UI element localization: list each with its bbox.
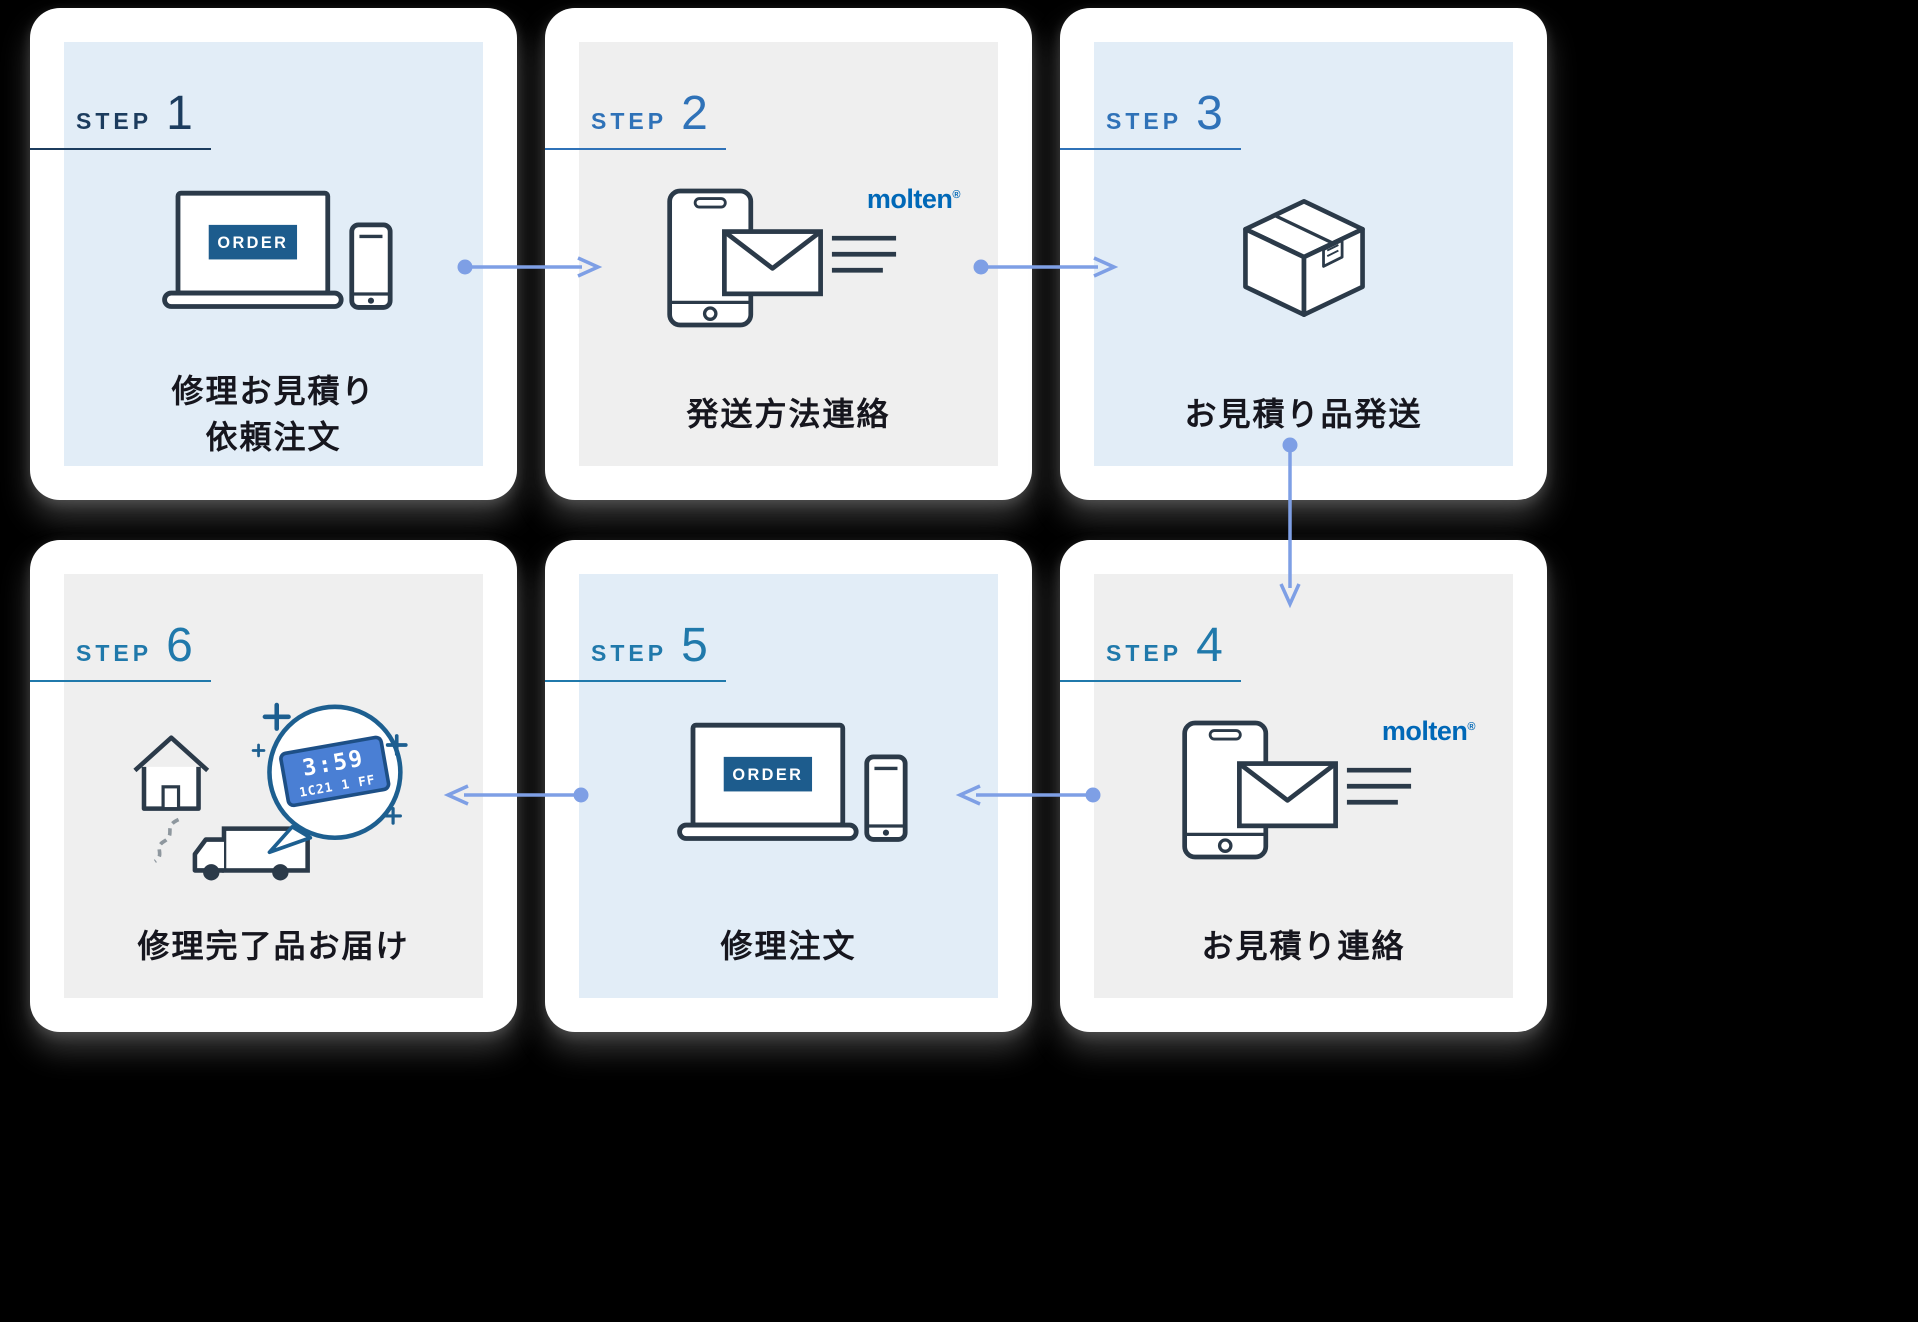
- box-graphic: [1242, 198, 1365, 318]
- title-line: 修理注文: [720, 927, 857, 964]
- phone-envelope-graphic: [666, 188, 896, 328]
- title-line: 発送方法連絡: [686, 395, 891, 432]
- order-label: ORDER: [217, 234, 288, 252]
- step-2-title: 発送方法連絡: [545, 358, 1032, 470]
- shipping-box-icon: [1094, 166, 1513, 350]
- smartphone-mail-icon: molten®: [579, 166, 998, 350]
- step-word: STEP: [76, 108, 153, 134]
- title-line: 修理お見積り: [171, 372, 376, 409]
- step-word: STEP: [591, 640, 668, 666]
- step-1-label: STEP 1: [30, 90, 211, 150]
- step-3-label: STEP 3: [1060, 90, 1241, 150]
- step-3-title: お見積り品発送: [1060, 358, 1547, 470]
- step-number: 1: [166, 87, 193, 140]
- laptop-phone-graphic: ORDER: [161, 190, 393, 310]
- step-card-2: STEP 2 molten® 発送方法連絡: [545, 8, 1032, 500]
- step-1-title: 修理お見積り 依頼注文: [30, 358, 517, 470]
- step-number: 3: [1196, 87, 1223, 140]
- step-6-label: STEP 6: [30, 622, 211, 682]
- title-line: 修理完了品お届け: [137, 927, 410, 964]
- step-number: 6: [166, 619, 193, 672]
- phone-envelope-graphic: [1181, 720, 1411, 860]
- arrow-step5-to-step6: [443, 784, 589, 806]
- order-label: ORDER: [732, 766, 803, 784]
- step-card-3: STEP 3 お見積り品発送: [1060, 8, 1547, 500]
- step-4-label: STEP 4: [1060, 622, 1241, 682]
- step-word: STEP: [1106, 640, 1183, 666]
- arrow-step1-to-step2: [457, 256, 603, 278]
- step-number: 5: [681, 619, 708, 672]
- step-number: 4: [1196, 619, 1223, 672]
- title-line: お見積り連絡: [1201, 927, 1406, 964]
- molten-logo: molten®: [1381, 716, 1476, 746]
- sparkle-icons: [251, 702, 408, 825]
- arrow-step2-to-step3: [973, 256, 1119, 278]
- smartphone-mail-icon: molten®: [1094, 698, 1513, 882]
- step-word: STEP: [76, 640, 153, 666]
- house-truck-scoreboard-graphic: 3:59 1C21 1 FF: [132, 702, 408, 881]
- laptop-order-phone-icon: ORDER: [579, 698, 998, 882]
- title-line: お見積り品発送: [1184, 395, 1423, 432]
- arrow-step3-to-step4: [1279, 437, 1301, 609]
- step-6-title: 修理完了品お届け: [30, 890, 517, 1002]
- step-word: STEP: [1106, 108, 1183, 134]
- molten-logo-text: molten: [866, 184, 953, 214]
- arrow-step4-to-step5: [955, 784, 1101, 806]
- step-card-5: STEP 5 ORDER 修理注文: [545, 540, 1032, 1032]
- molten-logo-text: molten: [1381, 716, 1468, 746]
- delivery-scoreboard-icon: 3:59 1C21 1 FF: [64, 698, 483, 882]
- step-number: 2: [681, 87, 708, 140]
- title-line: 依頼注文: [205, 419, 342, 455]
- step-2-label: STEP 2: [545, 90, 726, 150]
- step-5-title: 修理注文: [545, 890, 1032, 1002]
- registered-mark: ®: [1467, 721, 1475, 733]
- step-card-6: STEP 6 3:59 1C21 1 FF: [30, 540, 517, 1032]
- step-5-label: STEP 5: [545, 622, 726, 682]
- step-card-1: STEP 1 ORDER 修理お見積り 依頼注文: [30, 8, 517, 500]
- laptop-phone-graphic: ORDER: [676, 722, 908, 842]
- step-4-title: お見積り連絡: [1060, 890, 1547, 1002]
- order-badge: [208, 224, 297, 260]
- laptop-order-phone-icon: ORDER: [64, 166, 483, 350]
- step-card-4: STEP 4 molten® お見積り連絡: [1060, 540, 1547, 1032]
- molten-logo: molten®: [866, 184, 961, 214]
- order-badge: [723, 756, 812, 792]
- registered-mark: ®: [952, 189, 960, 201]
- step-word: STEP: [591, 108, 668, 134]
